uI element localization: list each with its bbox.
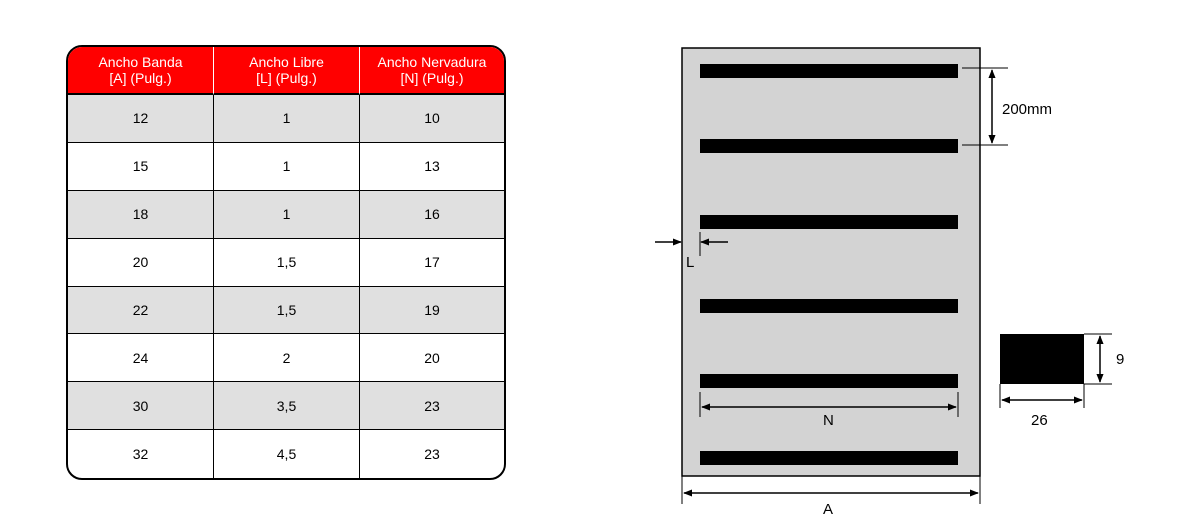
rib xyxy=(700,64,958,78)
table-cell: 1 xyxy=(214,142,360,191)
header-free-width: Ancho Libre [L] (Pulg.) xyxy=(214,47,360,95)
header-line1: Ancho Libre xyxy=(249,54,324,70)
table-cell: 10 xyxy=(360,95,504,143)
table-cell: 3,5 xyxy=(214,382,360,431)
rib xyxy=(700,215,958,229)
header-line2: [A] (Pulg.) xyxy=(109,70,172,86)
table-cell: 1 xyxy=(214,190,360,239)
table-cell: 13 xyxy=(360,143,504,191)
table-cell: 1,5 xyxy=(214,238,360,287)
table-cell: 16 xyxy=(360,190,504,239)
belt-width-label: A xyxy=(823,501,833,518)
header-line1: Ancho Nervadura xyxy=(377,54,487,70)
table-cell: 24 xyxy=(68,334,214,383)
header-belt-width: Ancho Banda [A] (Pulg.) xyxy=(68,47,214,95)
table-cell: 22 xyxy=(68,286,214,335)
table-cell: 2 xyxy=(214,334,360,383)
rib xyxy=(700,299,958,313)
table-cell: 23 xyxy=(424,446,440,463)
header-line2: [N] (Pulg.) xyxy=(400,70,464,86)
rib-width-label: N xyxy=(823,412,834,429)
rib-cross-section xyxy=(1000,334,1084,384)
rib xyxy=(700,139,958,153)
table-cell: 20 xyxy=(360,334,504,383)
table-cell: 1 xyxy=(214,95,360,143)
section-height-label: 9 xyxy=(1116,351,1124,368)
belt-diagram: 200mm L N A 9 26 xyxy=(630,30,1170,520)
rib xyxy=(700,451,958,465)
header-rib-width: Ancho Nervadura [N] (Pulg.) xyxy=(360,47,504,95)
table-cell: 12 xyxy=(68,95,214,143)
table-cell: 20 xyxy=(68,238,214,287)
free-width-label: L xyxy=(686,254,694,271)
spacing-label: 200mm xyxy=(1002,101,1052,118)
rib xyxy=(700,374,958,388)
table-cell: 15 xyxy=(68,142,214,191)
header-line2: [L] (Pulg.) xyxy=(256,70,317,86)
table-cell: 18 xyxy=(68,190,214,239)
belt-diagram-svg: 200mm L N A 9 26 xyxy=(655,47,1124,518)
table-cell: 23 xyxy=(360,382,504,431)
table-cell: 30 xyxy=(68,382,214,431)
table-cell: 32 xyxy=(68,430,214,478)
table-cell: 4,5 xyxy=(214,430,360,478)
table-cell: 1,5 xyxy=(214,286,360,335)
table-cell: 19 xyxy=(360,286,504,335)
table-cell: 17 xyxy=(360,239,504,287)
section-width-label: 26 xyxy=(1031,412,1048,429)
belt-spec-table: Ancho Banda [A] (Pulg.) Ancho Libre [L] … xyxy=(66,45,506,480)
header-line1: Ancho Banda xyxy=(98,54,183,70)
